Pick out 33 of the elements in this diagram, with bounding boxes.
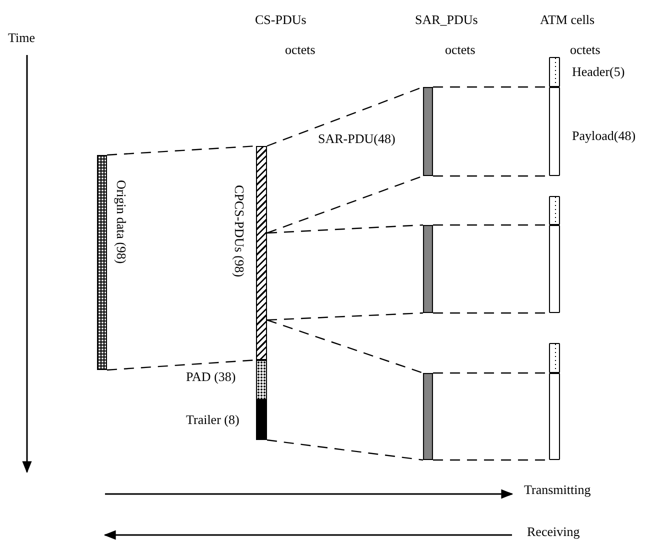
column-heading: ATM cells [540,12,595,28]
cell-payload-box [549,373,560,460]
bar-label: Trailer (8) [186,412,240,428]
trailer-segment [256,400,267,440]
cell-header-box [549,343,560,373]
origin-data-bar [97,155,107,370]
unit-label: octets [570,42,600,58]
dashed-connector [266,224,424,234]
dashed-connector [266,312,424,321]
cpcs-pdu-bar [256,146,267,360]
bar-label: PAD (38) [186,369,236,385]
direction-label: Transmitting [524,482,591,498]
unit-label: octets [445,42,476,58]
column-heading: SAR_PDUs [415,12,478,28]
cell-header-box [549,196,560,225]
bar-label: SAR-PDU(48) [318,131,396,147]
sar-pdu-bar [423,225,433,313]
bar-label: Payload(48) [572,128,636,144]
bar-label: Origin data (98) [113,180,129,264]
dashed-connector [266,439,424,461]
cell-payload-box [549,87,560,176]
cell-header-box [549,57,560,87]
bar-label: CPCS-PDUs (98) [231,185,247,278]
direction-label: Receiving [527,524,580,540]
axis-label: Time [8,30,35,46]
cell-payload-box [549,225,560,313]
dashed-connector [266,319,424,374]
sar-pdu-bar [423,87,433,176]
bar-label: Header(5) [572,64,625,80]
unit-label: octets [285,42,316,58]
sar-pdu-bar [423,373,433,460]
pad-segment [256,360,267,400]
column-heading: CS-PDUs [255,12,306,28]
